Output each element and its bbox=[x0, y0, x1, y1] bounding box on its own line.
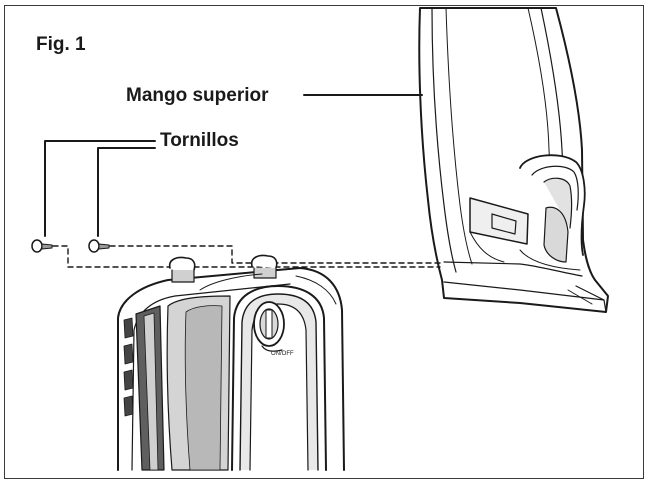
screws-callout: Tornillos bbox=[160, 130, 239, 151]
machine-body: ON/OFF bbox=[117, 254, 345, 471]
alignment-guides bbox=[52, 245, 445, 268]
upper-handle bbox=[418, 7, 609, 313]
screw-icon bbox=[88, 239, 110, 253]
svg-text:ON/OFF: ON/OFF bbox=[271, 351, 294, 357]
screw-icon bbox=[31, 239, 53, 253]
upper-handle-callout: Mango superior bbox=[126, 85, 269, 106]
leader-lines bbox=[44, 94, 423, 237]
figure-number-label: Fig. 1 bbox=[36, 34, 86, 55]
